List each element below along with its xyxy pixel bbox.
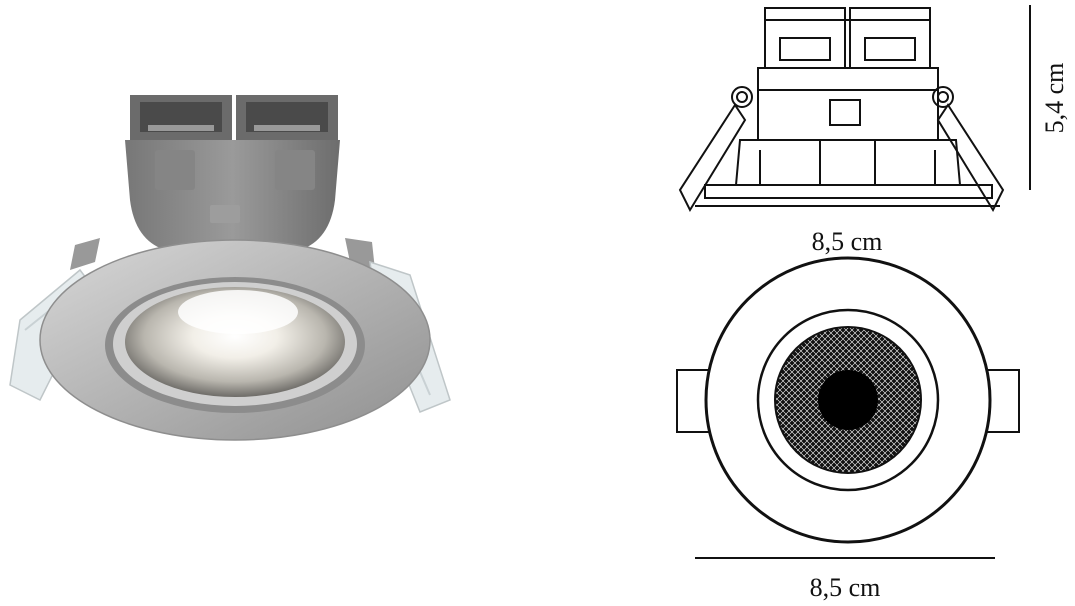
product-photo [9, 95, 451, 441]
side-height-label: 5,4 cm [1040, 63, 1069, 134]
connector-block [130, 95, 338, 155]
side-view-drawing [678, 7, 1005, 213]
top-width-label: 8,5 cm [810, 573, 881, 602]
top-view-drawing [676, 256, 1020, 544]
side-width-label: 8,5 cm [812, 227, 883, 256]
